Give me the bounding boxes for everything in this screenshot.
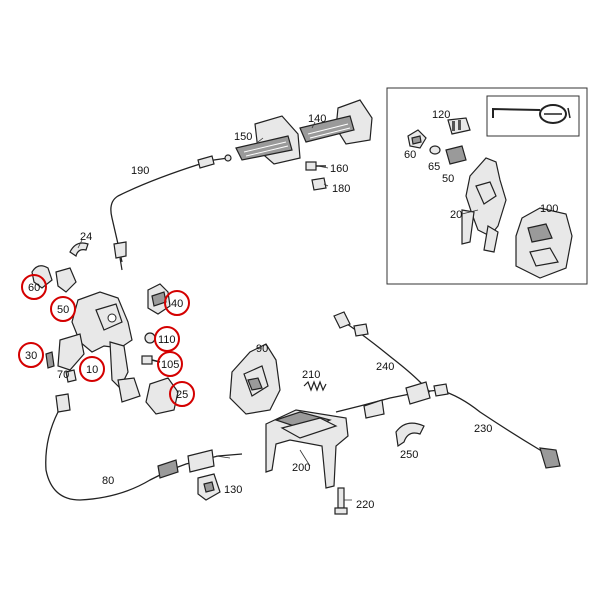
part-200-housing <box>265 409 349 489</box>
part-130-clip <box>197 473 221 501</box>
part-25-pad <box>145 377 179 415</box>
label-inset-20: 20 <box>450 209 462 221</box>
part-labels: 60 50 30 10 40 110 105 25 70 24 190 150 … <box>25 109 558 511</box>
part-150-bracket <box>235 115 301 165</box>
highlight-circle-105 <box>157 351 183 377</box>
cable-190 <box>110 154 232 271</box>
label-40: 40 <box>171 298 183 310</box>
label-230: 230 <box>474 423 492 435</box>
part-180-clip <box>311 177 327 191</box>
label-inset-50: 50 <box>442 173 454 185</box>
label-50: 50 <box>57 304 69 316</box>
part-160-screw <box>305 161 326 171</box>
label-110: 110 <box>158 334 176 346</box>
inset-part-60 <box>407 129 427 149</box>
inset-pedal-assembly <box>461 157 507 253</box>
label-100: 100 <box>540 203 558 215</box>
label-70: 70 <box>57 369 69 381</box>
label-140: 140 <box>308 113 326 125</box>
label-190: 190 <box>131 165 149 177</box>
key-symbol-line <box>492 107 541 118</box>
inset-part-100 <box>515 207 573 279</box>
label-105: 105 <box>161 359 179 371</box>
pedal-assembly-10 <box>45 291 141 403</box>
cable-80 <box>45 393 243 501</box>
label-130: 130 <box>224 484 242 496</box>
highlight-circle-60 <box>21 274 47 300</box>
label-240: 240 <box>376 361 394 373</box>
highlight-circle-30 <box>18 342 44 368</box>
part-90-cover <box>229 343 281 415</box>
highlight-circle-110 <box>154 326 180 352</box>
highlight-circle-50 <box>50 296 76 322</box>
part-220-bolt <box>334 487 348 515</box>
label-250: 250 <box>400 449 418 461</box>
inset-part-120 <box>447 117 471 135</box>
label-210: 210 <box>302 369 320 381</box>
part-140-bracket <box>299 99 373 145</box>
label-24: 24 <box>80 231 92 243</box>
label-90: 90 <box>256 343 268 355</box>
label-180: 180 <box>332 183 350 195</box>
highlight-circle-40 <box>164 290 190 316</box>
highlight-circle-25 <box>169 381 195 407</box>
highlight-circles <box>18 274 195 407</box>
part-110-nut <box>144 332 156 344</box>
inset-panel <box>386 87 588 285</box>
label-10: 10 <box>86 364 98 376</box>
part-70-bushing <box>65 369 77 383</box>
leader-lines <box>77 121 352 501</box>
label-80: 80 <box>102 475 114 487</box>
label-150: 150 <box>234 131 252 143</box>
label-120: 120 <box>432 109 450 121</box>
cable-230 <box>335 381 561 469</box>
part-250-clip <box>395 422 425 448</box>
part-24-clip <box>69 242 89 257</box>
label-30: 30 <box>25 350 37 362</box>
label-inset-60: 60 <box>404 149 416 161</box>
label-220: 220 <box>356 499 374 511</box>
cable-240 <box>333 311 431 393</box>
label-160: 160 <box>330 163 348 175</box>
inset-part-65 <box>429 145 441 155</box>
label-25: 25 <box>176 389 188 401</box>
label-60: 60 <box>28 282 40 294</box>
label-65: 65 <box>428 161 440 173</box>
part-210-spring <box>303 380 327 392</box>
inset-part-50 <box>445 145 467 165</box>
label-200: 200 <box>292 462 310 474</box>
highlight-circle-10 <box>79 356 105 382</box>
